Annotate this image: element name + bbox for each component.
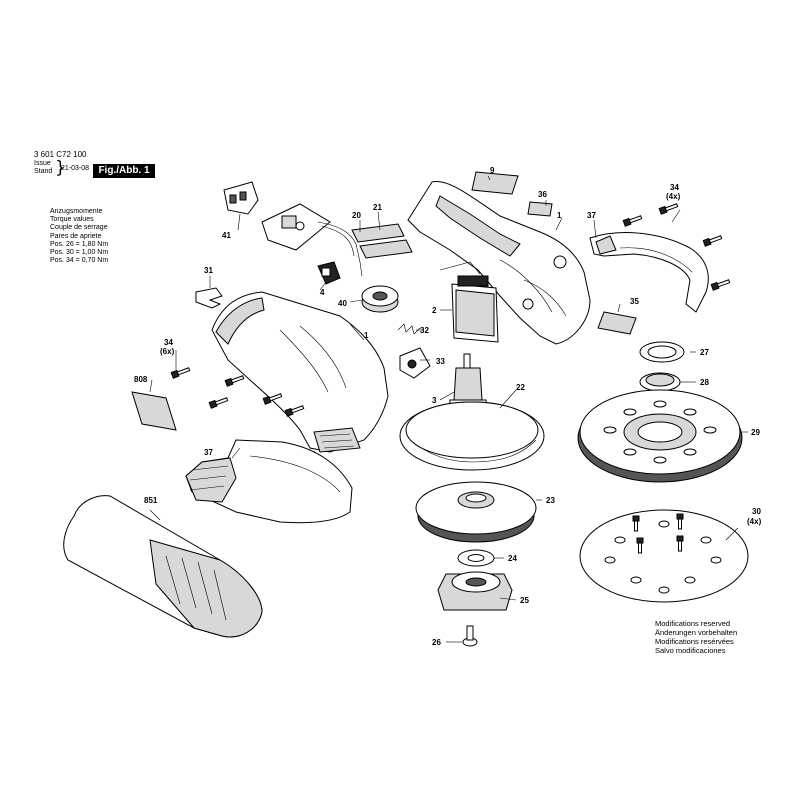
label-part-40: 40 [338, 299, 347, 308]
issue-date: 21-03-08 [61, 165, 90, 172]
label-part-1-upper: 1 [557, 211, 562, 220]
label-part-35: 35 [630, 297, 639, 306]
torque-line: Pos. 34 = 0,70 Nm [50, 257, 109, 265]
label-part-34-upper: 34 [670, 183, 679, 192]
modifications-line: Änderungen vorbehalten [655, 628, 738, 637]
part-41-electronics-module [223, 181, 363, 277]
torque-line: Anzugsmomente [50, 208, 103, 215]
leader-lines [149, 175, 748, 643]
label-part-28: 28 [700, 378, 709, 387]
part-30-sanding-sheet [579, 509, 749, 603]
issue-stand-labels: Issue Stand [34, 160, 52, 176]
part-34-screws-4x [622, 203, 731, 291]
part-24-washer [457, 549, 495, 567]
label-part-34-lower: 34 [164, 338, 173, 347]
issue-label: Issue [34, 160, 51, 167]
label-part-41: 41 [222, 231, 231, 240]
label-part-31: 31 [204, 266, 213, 275]
torque-line: Pos. 30 = 1,00 Nm [50, 249, 109, 257]
part-37-dust-cover-upper [589, 232, 709, 313]
part-1-housing-lower [211, 291, 389, 453]
label-part-22: 22 [516, 383, 525, 392]
label-part-808: 808 [134, 375, 148, 384]
label-part-26: 26 [432, 638, 441, 647]
label-part-34-upper-qty: (4x) [666, 192, 681, 201]
torque-values-block: Anzugsmomente Torque values Couple de se… [50, 208, 108, 265]
part-9-label [471, 171, 519, 195]
part-37-dust-port [185, 439, 353, 524]
modifications-line: Salvo modificaciones [655, 646, 726, 655]
label-part-9: 9 [490, 166, 495, 175]
label-part-32: 32 [420, 326, 429, 335]
label-part-20: 20 [352, 211, 361, 220]
part-32-spring [397, 323, 421, 335]
torque-line: Torque values [50, 216, 94, 224]
label-part-27: 27 [700, 348, 709, 357]
label-part-33: 33 [436, 357, 445, 366]
part-35-label [597, 311, 637, 335]
part-28-seal [639, 372, 681, 392]
label-part-37-lower: 37 [204, 448, 213, 457]
modifications-notice: Modifications reserved Änderungen vorbeh… [655, 619, 737, 655]
part-33-brush-holder [399, 347, 431, 379]
part-23-fan [415, 481, 537, 543]
label-part-34-lower-qty: (6x) [160, 347, 175, 356]
label-part-36: 36 [538, 190, 547, 199]
torque-line: Pares de apriete [50, 232, 102, 240]
part-40-speed-wheel [361, 285, 399, 313]
modifications-line: Modifications reserved [655, 619, 731, 628]
label-part-4: 4 [320, 288, 325, 297]
label-part-1-lower: 1 [364, 331, 369, 340]
figure-label: Fig./Abb. 1 [93, 164, 155, 178]
part-30-screws-4x [632, 513, 684, 554]
part-808-label [131, 391, 177, 431]
label-part-29: 29 [751, 428, 760, 437]
part-20-21-labels [351, 223, 413, 259]
part-26-screw [462, 625, 478, 647]
label-part-24: 24 [508, 554, 517, 563]
label-part-3: 3 [432, 396, 437, 405]
stand-label: Stand [34, 168, 53, 175]
part-4-switch [317, 261, 341, 285]
modifications-line: Modifications resérvées [655, 637, 734, 646]
part-1-housing-upper [407, 180, 591, 345]
label-part-30: 30 [752, 507, 761, 516]
part-851-dust-box [63, 495, 263, 638]
document-number: 3 601 C72 100 [34, 150, 87, 159]
part-25-bearing-flange [437, 571, 513, 611]
part-27-ring [639, 341, 685, 363]
label-part-25: 25 [520, 596, 529, 605]
part-22-fan-ring [399, 401, 545, 471]
torque-line: Couple de serrage [50, 224, 108, 232]
label-part-2: 2 [432, 306, 437, 315]
part-2-field-stator [439, 261, 499, 343]
label-part-851: 851 [144, 496, 158, 505]
part-36-label [527, 201, 553, 217]
label-part-37-upper: 37 [587, 211, 596, 220]
part-29-sanding-pad [577, 389, 743, 483]
label-part-21: 21 [373, 203, 382, 212]
torque-line: Pos. 26 = 1,80 Nm [50, 240, 109, 248]
label-part-23: 23 [546, 496, 555, 505]
label-part-30-qty: (4x) [747, 517, 762, 526]
part-number-labels: 9 36 1 34 (4x) 37 21 20 41 31 4 40 2 32 … [134, 166, 762, 647]
issue-brace: } [55, 158, 66, 178]
part-31-clip [195, 287, 223, 309]
